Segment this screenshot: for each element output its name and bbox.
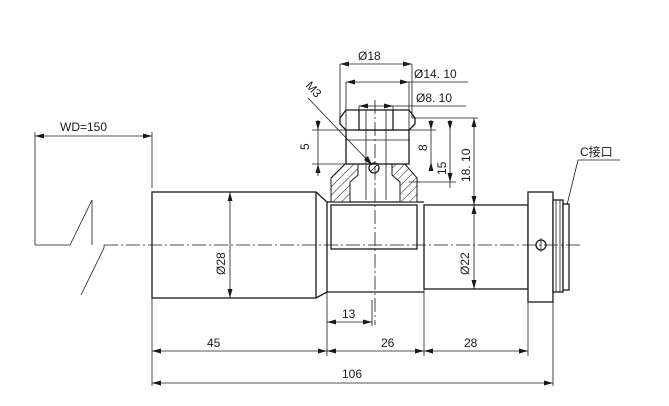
dim-v15: 15 xyxy=(409,120,456,188)
d22-label: Ø22 xyxy=(458,252,472,275)
dim-v5: 5 xyxy=(298,120,346,176)
d8-label: Ø8. 10 xyxy=(416,91,452,105)
dim-h106: 106 xyxy=(152,367,553,386)
dim-h13: 13 xyxy=(326,292,373,356)
h28-label: 28 xyxy=(464,336,478,350)
v18-label: 18. 10 xyxy=(459,148,473,182)
h45-label: 45 xyxy=(207,336,221,350)
dim-h45-h26-h28: 45 26 28 xyxy=(151,289,554,386)
dim-d8: Ø8. 10 xyxy=(358,91,466,110)
dim-d22: Ø22 xyxy=(458,205,477,289)
dim-v8: 8 xyxy=(409,120,436,171)
lens-body xyxy=(151,191,570,303)
center-lines xyxy=(104,100,580,325)
dim-d28: Ø28 xyxy=(214,192,233,298)
d14-label: Ø14. 10 xyxy=(414,67,457,81)
h106-label: 106 xyxy=(342,367,362,381)
dim-v18: 18. 10 xyxy=(412,117,478,206)
working-distance-marker: WD=150 xyxy=(34,120,153,296)
m3-label: M3 xyxy=(303,79,325,101)
dim-d14: Ø14. 10 xyxy=(345,67,468,130)
h26-label: 26 xyxy=(381,336,395,350)
wd-label: WD=150 xyxy=(60,120,107,134)
v15-label: 15 xyxy=(435,161,449,175)
c-mount-label: C接口 xyxy=(580,144,613,159)
d28-label: Ø28 xyxy=(214,252,228,275)
dim-d18: Ø18 xyxy=(339,49,413,118)
c-mount-callout: C接口 xyxy=(566,144,620,206)
h13-label: 13 xyxy=(342,307,356,321)
v8-label: 8 xyxy=(416,144,430,151)
coax-port xyxy=(330,109,418,203)
d18-label: Ø18 xyxy=(358,49,381,63)
v5-label: 5 xyxy=(298,143,312,150)
